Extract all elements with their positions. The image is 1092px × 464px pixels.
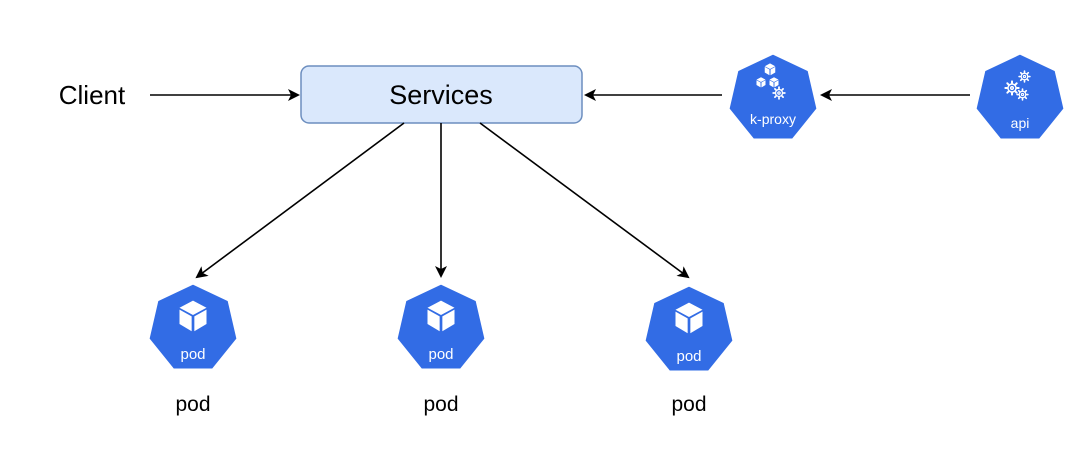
pod-label: pod [423, 393, 458, 416]
api-node[interactable]: api [973, 51, 1067, 142]
pod-badge-text: pod [428, 346, 453, 363]
pod-label: pod [671, 393, 706, 416]
kproxy-node[interactable]: k-proxy [726, 51, 820, 142]
arrow-services-to-pod-3 [479, 122, 690, 279]
pod-node[interactable]: pod pod [394, 281, 488, 416]
pod-node[interactable]: pod pod [146, 281, 240, 416]
kproxy-badge-text: k-proxy [750, 111, 796, 127]
api-badge-text: api [1011, 115, 1030, 131]
arrow-services-to-pod-1 [195, 122, 405, 279]
services-node[interactable]: Services [300, 65, 583, 124]
pod-badge-text: pod [676, 348, 701, 365]
services-label: Services [389, 80, 493, 110]
client-label: Client [59, 80, 126, 110]
pod-label: pod [175, 393, 210, 416]
pod-badge-text: pod [180, 346, 205, 363]
pod-node[interactable]: pod pod [642, 283, 736, 416]
